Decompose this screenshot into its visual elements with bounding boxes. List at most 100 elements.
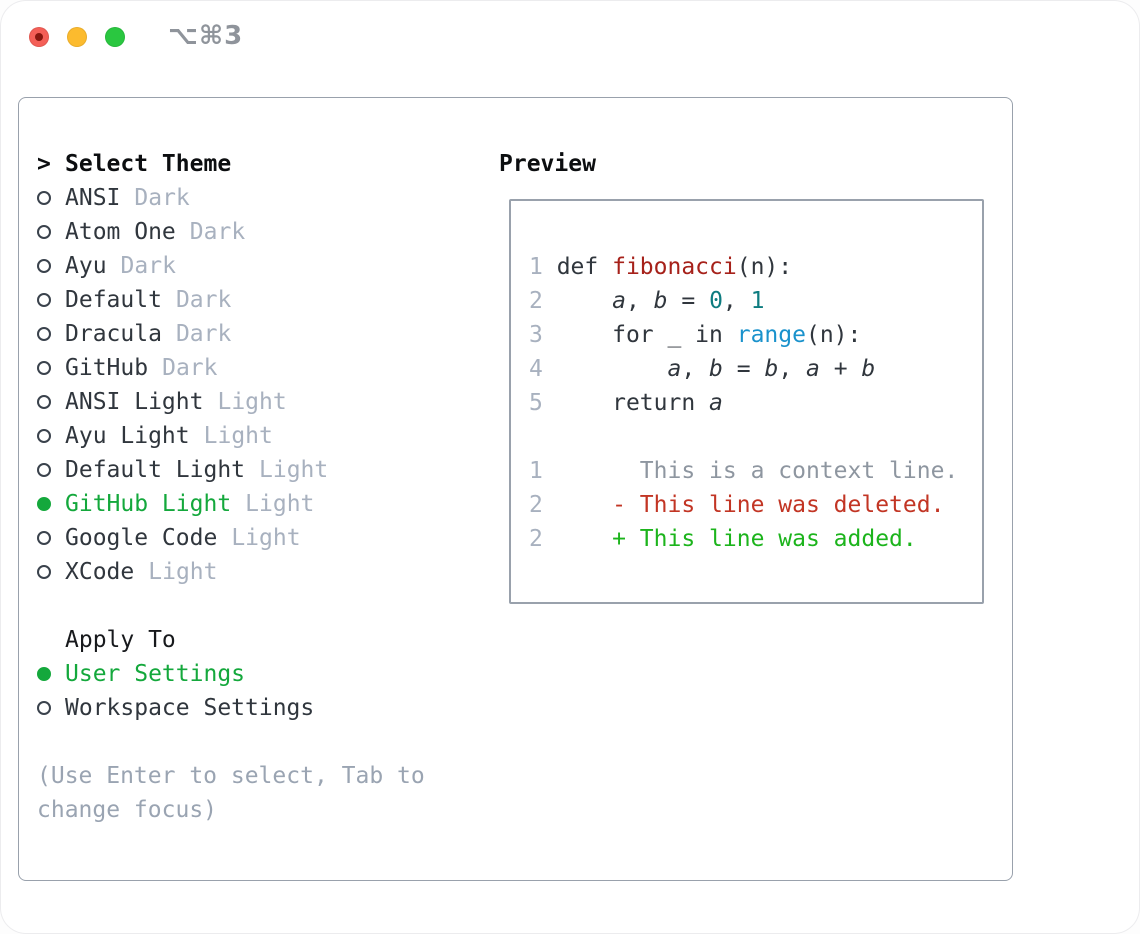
theme-name: Dracula [65, 321, 162, 347]
theme-name: Atom One [65, 219, 176, 245]
theme-variant-tag: Dark [120, 253, 176, 279]
theme-option-ansi-dark[interactable]: ANSI Dark [37, 181, 425, 215]
theme-option-google-code[interactable]: Google Code Light [37, 521, 425, 555]
apply-option-user-settings[interactable]: User Settings [37, 657, 425, 691]
close-button[interactable] [29, 27, 49, 47]
code-token-ln: 3 [529, 322, 557, 348]
theme-option-dracula-dark[interactable]: Dracula Dark [37, 317, 425, 351]
code-token-num: 1 [750, 288, 765, 314]
theme-option-github-dark[interactable]: GitHub Dark [37, 351, 425, 385]
radio-icon [37, 565, 51, 579]
theme-name: Google Code [65, 525, 218, 551]
preview-header: Preview [499, 151, 596, 177]
code-token-code: = [722, 356, 765, 382]
theme-name: Ayu Light [65, 423, 190, 449]
theme-option-ayu-light[interactable]: Ayu Light Light [37, 419, 425, 453]
theme-variant-tag: Light [231, 525, 301, 551]
diff-added-line: 2 + This line was added. [529, 522, 982, 556]
radio-icon [37, 293, 51, 307]
maximize-button[interactable] [105, 27, 125, 47]
titlebar: ⌥⌘3 [0, 0, 1140, 74]
theme-name: XCode [65, 559, 135, 585]
theme-variant-tag: Dark [134, 185, 190, 211]
select-theme-header: Select Theme [65, 151, 232, 177]
blank-line [529, 420, 982, 454]
radio-icon [37, 225, 51, 239]
code-token-code [557, 356, 668, 382]
theme-variant-tag: Dark [175, 321, 232, 347]
code-token-ln: 2 [529, 526, 557, 552]
blank-line [37, 725, 425, 759]
code-token-num: 0 [709, 288, 723, 314]
radio-icon [37, 361, 51, 375]
code-token-code: , [681, 356, 710, 382]
theme-variant-tag: Light [203, 423, 273, 449]
theme-variant-tag: Dark [189, 219, 246, 245]
radio-icon [37, 259, 51, 273]
code-token-code [557, 288, 612, 314]
code-token-var: a [709, 390, 723, 416]
theme-variant-tag: Light [245, 491, 315, 517]
theme-name: Default Light [65, 457, 246, 483]
theme-picker-panel: > Select Theme ANSI Dark Atom One Dark A… [18, 97, 1013, 881]
theme-name: GitHub Light [65, 491, 232, 517]
code-token-var: b [861, 356, 876, 382]
code-token-ln: 4 [529, 356, 557, 382]
code-line: 2 a, b = 0, 1 [529, 284, 982, 318]
theme-name: ANSI Light [65, 389, 204, 415]
theme-variant-tag: Light [259, 457, 329, 483]
apply-to-header-row: Apply To [37, 623, 425, 657]
code-token-ln: 2 [529, 492, 557, 518]
code-token-ctx: This is a context line. [556, 458, 959, 484]
window-title: ⌥⌘3 [168, 21, 244, 51]
code-token-var: a [806, 356, 820, 382]
diff-context-line: 1 This is a context line. [529, 454, 982, 488]
code-token-del: - This line was deleted. [612, 492, 945, 518]
radio-selected-icon [37, 667, 51, 681]
cursor-prefix: > [37, 151, 51, 177]
radio-icon [37, 531, 51, 545]
radio-icon [37, 701, 51, 715]
help-text-line-1: (Use Enter to select, Tab to [37, 763, 425, 789]
theme-name: GitHub [65, 355, 149, 381]
code-token-ln: 2 [529, 288, 557, 314]
select-theme-header-row: > Select Theme [37, 147, 425, 181]
code-line: 1 def fibonacci(n): [529, 250, 982, 284]
diff-deleted-line: 2 - This line was deleted. [529, 488, 982, 522]
code-token-code [557, 526, 612, 552]
code-token-var: a [667, 356, 682, 382]
code-line: 4 a, b = b, a + b [529, 352, 982, 386]
code-token-code: , [778, 356, 807, 382]
theme-option-ayu-dark[interactable]: Ayu Dark [37, 249, 425, 283]
code-line: 3 for _ in range(n): [529, 318, 982, 352]
apply-option-workspace-settings[interactable]: Workspace Settings [37, 691, 425, 725]
radio-icon [37, 429, 51, 443]
radio-icon [37, 327, 51, 341]
theme-option-github-light[interactable]: GitHub Light Light [37, 487, 425, 521]
code-token-var: a [612, 288, 626, 314]
theme-list: > Select Theme ANSI Dark Atom One Dark A… [37, 147, 425, 827]
code-token-fn: fibonacci [612, 254, 737, 280]
radio-icon [37, 191, 51, 205]
code-token-var: b [764, 356, 779, 382]
theme-option-default-dark[interactable]: Default Dark [37, 283, 425, 317]
code-token-code: def [556, 254, 613, 280]
theme-option-atom-one-dark[interactable]: Atom One Dark [37, 215, 425, 249]
code-token-code: (n): [736, 254, 793, 280]
minimize-button[interactable] [67, 27, 87, 47]
code-token-code: (n): [805, 322, 862, 348]
code-line: 5 return a [529, 386, 982, 420]
help-text-line-2: change focus) [37, 797, 218, 823]
apply-to-header: Apply To [65, 627, 176, 653]
code-token-code: return [556, 390, 710, 416]
radio-icon [37, 395, 51, 409]
theme-option-xcode[interactable]: XCode Light [37, 555, 425, 589]
theme-option-ansi-light[interactable]: ANSI Light Light [37, 385, 425, 419]
code-token-builtin: range [736, 322, 806, 348]
theme-option-default-light[interactable]: Default Light Light [37, 453, 425, 487]
code-token-ln: 1 [529, 458, 557, 484]
theme-name: Default [65, 287, 162, 313]
theme-name: Ayu [65, 253, 107, 279]
code-token-code: , [722, 288, 751, 314]
